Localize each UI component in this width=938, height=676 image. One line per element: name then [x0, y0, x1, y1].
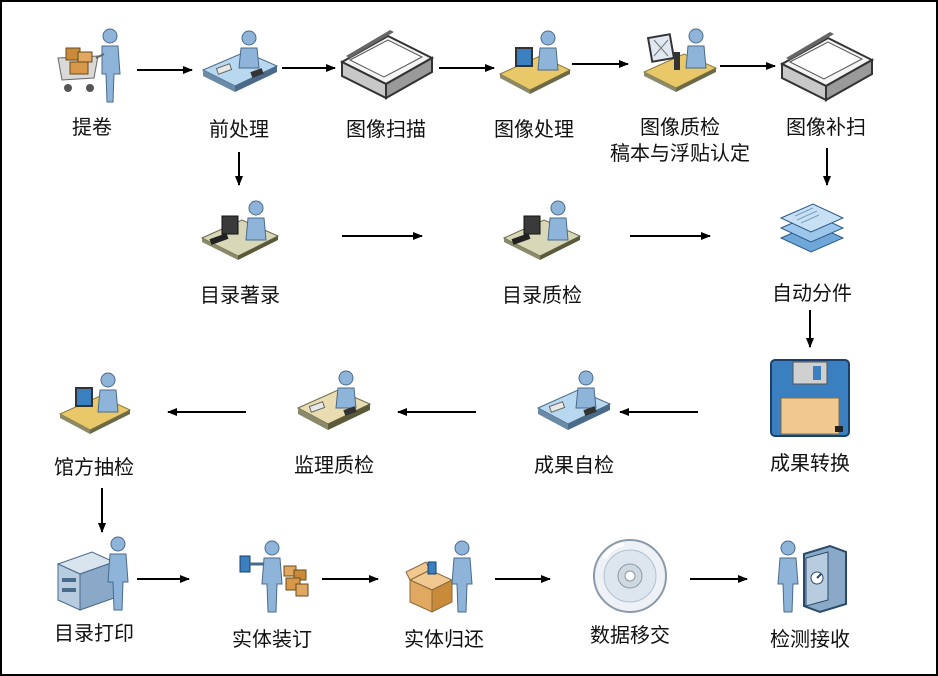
- workstation-person-icon: [536, 370, 612, 430]
- floppy-disk-icon: [770, 359, 850, 437]
- node-txsm: 图像扫描: [306, 26, 466, 142]
- node-label: 数据移交: [590, 623, 670, 647]
- node-qianchuli: 前处理: [159, 26, 319, 142]
- node-label: 图像扫描: [346, 117, 426, 141]
- node-stzd: 实体装订: [192, 540, 352, 652]
- node-label: 图像处理: [494, 117, 574, 141]
- node-label: 目录质检: [502, 283, 582, 307]
- computer-person-icon: [200, 200, 280, 260]
- node-label: 监理质检: [294, 453, 374, 477]
- node-mlzj: 目录质检: [462, 198, 622, 308]
- printer-person-icon: [56, 536, 129, 611]
- node-label: 成果自检: [534, 453, 614, 477]
- safe-person-icon: [777, 540, 847, 614]
- computer-person-icon: [58, 372, 132, 434]
- workstation-person-icon: [296, 370, 372, 430]
- node-cgzj: 成果自检: [494, 368, 654, 478]
- node-txbs: 图像补扫: [746, 28, 906, 140]
- node-label: 检测接收: [770, 627, 850, 651]
- node-label: 目录打印: [54, 621, 134, 645]
- node-label: 馆方抽检: [54, 455, 134, 479]
- node-sjyj: 数据移交: [550, 536, 710, 648]
- node-label: 图像补扫: [786, 115, 866, 139]
- node-label-secondary: 稿本与浮贴认定: [610, 141, 750, 165]
- node-label: 成果转换: [770, 451, 850, 475]
- node-jcjs: 检测接收: [730, 540, 890, 652]
- node-label: 自动分件: [772, 281, 852, 305]
- node-label: 前处理: [209, 117, 269, 141]
- box-person-icon: [405, 540, 473, 613]
- documents-stack-icon: [779, 203, 845, 253]
- scanner-icon: [339, 30, 435, 100]
- scanner-icon: [779, 32, 875, 102]
- node-zdfj: 自动分件: [732, 194, 892, 306]
- cd-disc-icon: [593, 539, 667, 613]
- node-label: 目录著录: [200, 283, 280, 307]
- node-cgzh: 成果转换: [730, 358, 890, 476]
- node-txzj: 图像质检 稿本与浮贴认定: [600, 26, 760, 166]
- node-tijuan: 提卷: [12, 24, 172, 140]
- node-gfcj: 馆方抽检: [14, 372, 174, 480]
- node-label: 图像质检: [640, 115, 720, 139]
- binding-person-icon: [239, 540, 309, 613]
- node-stgh: 实体归还: [364, 540, 524, 652]
- node-jlzj: 监理质检: [254, 368, 414, 478]
- microscope-person-icon: [642, 28, 718, 92]
- cart-person-icon: [57, 28, 121, 103]
- computer-person-icon: [498, 30, 572, 94]
- node-label: 提卷: [72, 115, 112, 139]
- workstation-person-icon: [201, 30, 279, 92]
- node-label: 实体归还: [404, 627, 484, 651]
- node-mlzl: 目录著录: [160, 198, 320, 308]
- node-txcl: 图像处理: [454, 26, 614, 142]
- computer-person-icon: [502, 200, 582, 260]
- node-label: 实体装订: [232, 627, 312, 651]
- node-mldy: 目录打印: [14, 534, 174, 646]
